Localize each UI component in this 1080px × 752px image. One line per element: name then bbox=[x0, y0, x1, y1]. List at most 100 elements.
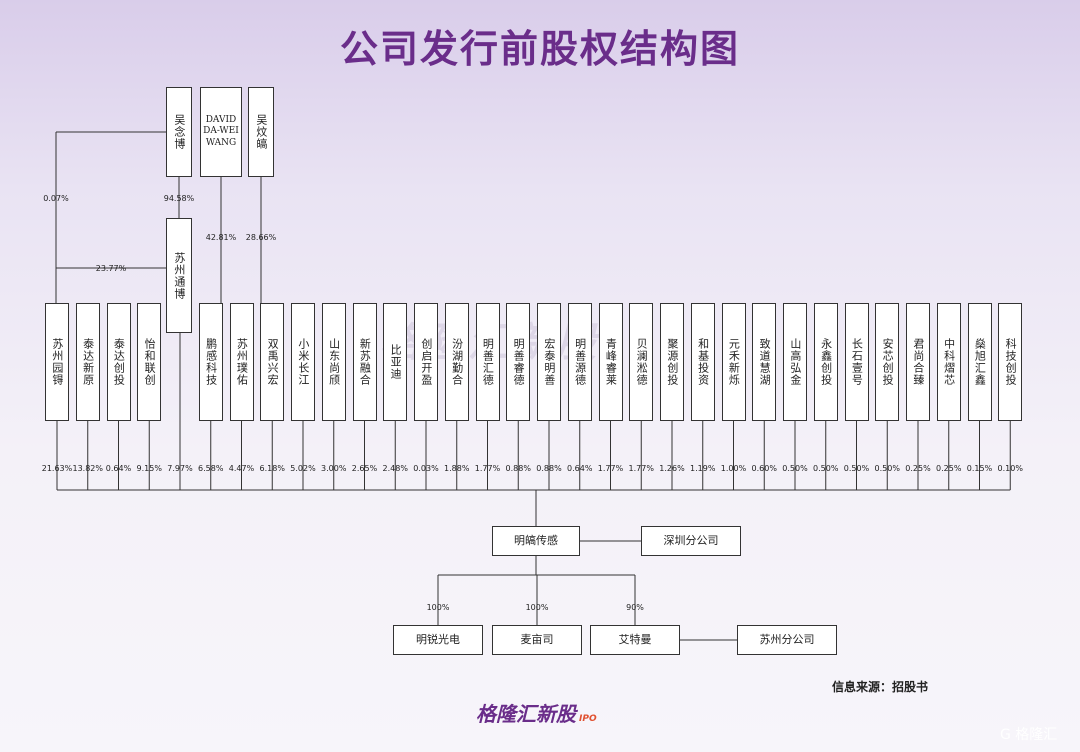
shareholder-box: 明善源德 bbox=[567, 303, 592, 421]
shareholder-box: 比亚迪 bbox=[383, 303, 408, 421]
shareholder-box: 苏州璞佑 bbox=[229, 303, 254, 421]
shareholder-pct: 1.77% bbox=[597, 464, 624, 473]
shareholder-box: 泰达新原 bbox=[75, 303, 100, 421]
shareholder-box: 怡和联创 bbox=[137, 303, 162, 421]
shareholder-box: 明善睿德 bbox=[506, 303, 531, 421]
pct-wu-to-tongbo: 94.58% bbox=[163, 194, 195, 203]
shareholder-pct: 0.15% bbox=[966, 464, 993, 473]
shareholder-pct: 4.47% bbox=[228, 464, 255, 473]
shareholder-name: 双禹兴宏 bbox=[266, 338, 280, 386]
shareholder-pct: 3.00% bbox=[321, 464, 347, 473]
subsidiary-name: 麦亩司 bbox=[520, 633, 554, 647]
shareholder-pct: 0.03% bbox=[413, 464, 439, 473]
shareholder-name: 山东尚颀 bbox=[327, 338, 341, 386]
holder-wu-wenhao: 吴炆皜 bbox=[248, 87, 274, 177]
shareholder-name: 永鑫创投 bbox=[819, 338, 833, 386]
shareholder-box: 永鑫创投 bbox=[813, 303, 838, 421]
page-title: 公司发行前股权结构图 bbox=[339, 27, 740, 71]
shareholder-box: 山东尚颀 bbox=[321, 303, 346, 421]
subsidiary-name: 明锐光电 bbox=[416, 633, 460, 647]
branch-name: 苏州分公司 bbox=[759, 633, 815, 647]
shareholder-pct: 0.88% bbox=[536, 464, 562, 473]
shareholder-pct: 6.58% bbox=[198, 464, 224, 473]
subsidiary-box-0: 明锐光电 bbox=[393, 625, 483, 655]
shareholder-name: 致道慧湖 bbox=[758, 338, 772, 386]
shareholder-name: 中科熠芯 bbox=[942, 338, 956, 386]
shareholder-box: 小米长江 bbox=[291, 303, 315, 421]
shareholder-box: 聚源创投 bbox=[660, 303, 684, 421]
shareholder-pct: 1.88% bbox=[444, 464, 470, 473]
shareholder-box: 安芯创投 bbox=[875, 303, 900, 421]
shareholder-name: 新苏融合 bbox=[358, 338, 372, 386]
shareholder-box: 山高弘金 bbox=[783, 303, 807, 421]
pct-wu-to-guoyu: 0.07% bbox=[43, 194, 69, 203]
shareholder-pct: 0.60% bbox=[751, 464, 777, 473]
shareholder-name: 汾湖勤合 bbox=[450, 338, 464, 386]
subsidiary-box-2: 艾特曼 bbox=[590, 625, 680, 655]
shareholder-pct: 0.50% bbox=[843, 464, 870, 473]
shareholder-box: 鹏感科技 bbox=[198, 303, 223, 421]
shareholder-pct: 0.10% bbox=[997, 464, 1023, 473]
shareholder-pct: 2.48% bbox=[382, 464, 408, 473]
shareholder-name: 山高弘金 bbox=[788, 338, 802, 386]
shareholder-pct: 0.50% bbox=[782, 464, 808, 473]
shareholder-box: 元禾新烁 bbox=[721, 303, 746, 421]
shareholder-name: 小米长江 bbox=[296, 338, 310, 386]
holder-name: 吴炆皜 bbox=[254, 114, 268, 150]
shareholder-pct: 21.63% bbox=[41, 464, 73, 473]
branch-suzhou-box: 苏州分公司 bbox=[737, 625, 837, 655]
shareholder-box: 泰达创投 bbox=[106, 303, 131, 421]
corner-logo: G 格隆汇 bbox=[1000, 727, 1058, 743]
shareholder-name: 泰达新原 bbox=[81, 338, 95, 386]
brand-tag: IPO bbox=[579, 714, 597, 724]
shareholder-pct: 9.15% bbox=[136, 464, 162, 473]
shareholder-pct: 13.82% bbox=[72, 464, 104, 473]
shareholder-box: 致道慧湖 bbox=[752, 303, 777, 421]
brand-name: 格隆汇新股 bbox=[476, 702, 576, 726]
shareholder-pct: 1.19% bbox=[690, 464, 716, 473]
pct-david-to-pengsheng: 42.81% bbox=[205, 233, 237, 242]
shareholder-name: 青峰睿莱 bbox=[604, 338, 618, 386]
shareholder-name: 和基投资 bbox=[696, 338, 710, 386]
subsidiary-box-1: 麦亩司 bbox=[492, 625, 582, 655]
branch-shenzhen-box: 深圳分公司 bbox=[641, 526, 741, 556]
shareholder-pct: 7.97% bbox=[167, 464, 193, 473]
shareholder-name: 泰达创投 bbox=[112, 338, 126, 386]
shareholder-pct: 2.65% bbox=[351, 464, 378, 473]
shareholder-pct: 1.00% bbox=[720, 464, 747, 473]
shareholder-name: 长石壹号 bbox=[850, 338, 864, 386]
shareholder-name: 鹏感科技 bbox=[204, 338, 218, 386]
holder-name: 吴念博 bbox=[172, 114, 186, 150]
shareholder-pct: 1.77% bbox=[628, 464, 654, 473]
shareholder-pct: 5.02% bbox=[290, 464, 316, 473]
holder-david-wang: DAVID DA-WEI WANG bbox=[200, 87, 242, 177]
shareholder-name: 怡和联创 bbox=[143, 338, 157, 386]
shareholder-box: 和基投资 bbox=[690, 303, 715, 421]
shareholder-pct: 0.64% bbox=[567, 464, 593, 473]
holder-name: 苏州通博 bbox=[172, 251, 186, 300]
shareholder-name: 苏州璞佑 bbox=[235, 338, 249, 386]
branch-name: 深圳分公司 bbox=[663, 534, 719, 548]
shareholder-name: 明善汇德 bbox=[481, 338, 495, 386]
shareholder-box: 君尚合臻 bbox=[906, 303, 930, 421]
shareholder-pct: 6.18% bbox=[259, 464, 285, 473]
shareholder-pct: 0.25% bbox=[936, 464, 962, 473]
pct-subsidiary-2: 90% bbox=[626, 603, 644, 612]
shareholder-name: 燊旭汇鑫 bbox=[973, 338, 987, 386]
shareholder-pct: 1.26% bbox=[659, 464, 685, 473]
pct-wu2-to-pusheng: 28.66% bbox=[245, 233, 277, 242]
shareholder-name: 比亚迪 bbox=[389, 344, 403, 380]
shareholder-name: 苏州园锝 bbox=[50, 338, 64, 386]
shareholder-name: 宏泰明善 bbox=[542, 338, 556, 386]
shareholder-name: 创启开盈 bbox=[419, 338, 433, 386]
shareholder-box: 汾湖勤合 bbox=[444, 303, 469, 421]
shareholder-pct: 1.77% bbox=[474, 464, 501, 473]
shareholder-name: 聚源创投 bbox=[665, 338, 679, 386]
shareholder-box: 燊旭汇鑫 bbox=[967, 303, 992, 421]
shareholder-name: 君尚合臻 bbox=[911, 338, 925, 386]
shareholder-pct: 0.64% bbox=[105, 464, 132, 473]
holder-name: DAVID DA-WEI WANG bbox=[203, 115, 239, 148]
pct-subsidiary-1: 100% bbox=[525, 603, 549, 612]
